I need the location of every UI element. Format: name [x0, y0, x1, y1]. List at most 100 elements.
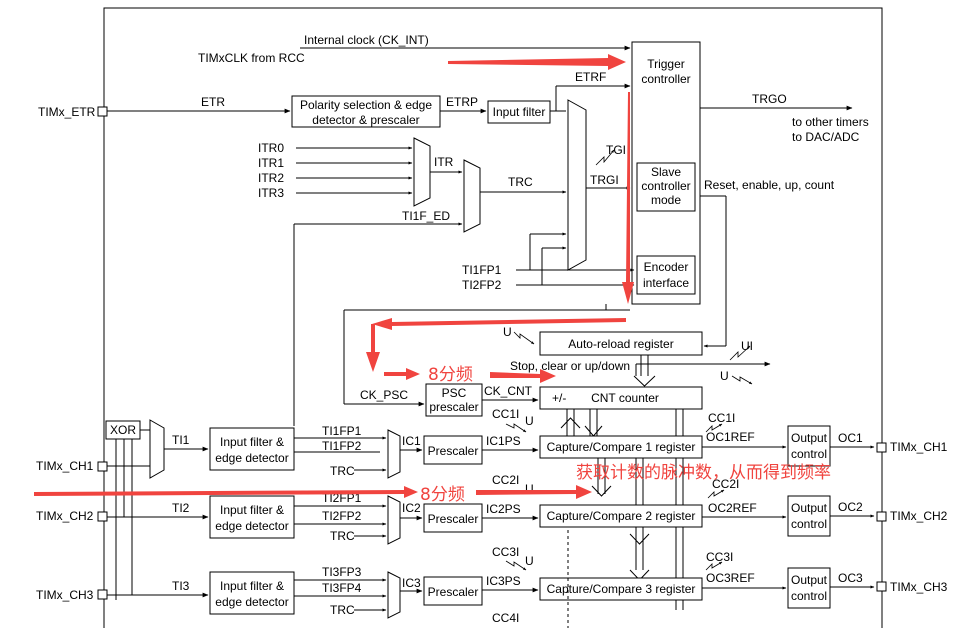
- input-filter-block: [487, 100, 551, 124]
- encoder-interface-label: interface: [643, 276, 689, 290]
- trc-mux: [463, 159, 481, 233]
- ch3-ti3fp3-label: TI3FP3: [322, 565, 362, 579]
- ch3-out-pin: [876, 581, 887, 592]
- timx-ch2-out-label: TIMx_CH2: [890, 509, 948, 523]
- etr-pin: [97, 106, 108, 117]
- cc2i-label: CC2I: [492, 473, 519, 487]
- oc1ref-label: OC1REF: [706, 430, 755, 444]
- ic1ps-label: IC1PS: [486, 434, 521, 448]
- ch1-output-control-block: [787, 425, 831, 467]
- auto-reload-label: Auto-reload register: [568, 337, 673, 351]
- ch1-out-pin: [876, 442, 887, 453]
- div8-annotation-b: 8分频: [420, 485, 465, 505]
- ch3-filter-label: Input filter &: [220, 579, 284, 593]
- trigger-controller-label: controller: [641, 72, 690, 86]
- trigger-controller-label: Trigger: [647, 57, 685, 71]
- ch2-filter-block: [209, 495, 295, 539]
- ic3ps-label: IC3PS: [486, 574, 521, 588]
- capture-compare-2-label: Capture/Compare 2 register: [547, 509, 696, 523]
- ch3-prescaler-label: Prescaler: [428, 585, 479, 599]
- ch3-prescaler-block: [423, 576, 483, 606]
- red-arrow-down: [622, 92, 634, 304]
- oc1-label: OC1: [838, 431, 863, 445]
- slave-controller-block: [636, 162, 696, 212]
- cc3i-label: CC3I: [492, 545, 519, 559]
- cc1i-right-label: CC1I: [708, 411, 735, 425]
- psc-label: prescaler: [429, 400, 478, 414]
- trc-label: TRC: [508, 175, 533, 189]
- cc2i-right-label: CC2I: [712, 477, 739, 491]
- psc-prescaler-block: [425, 383, 483, 417]
- capture-compare-1-label: Capture/Compare 1 register: [547, 440, 696, 454]
- itr0-label: ITR0: [258, 141, 284, 155]
- ic3-label: IC3: [402, 576, 421, 590]
- timxclk-label: TIMxCLK from RCC: [198, 51, 305, 65]
- ti1fp1-label: TI1FP1: [462, 263, 502, 277]
- cc1i-label: CC1I: [492, 407, 519, 421]
- ch2-filter-label: edge detector: [215, 519, 288, 533]
- ch1-prescaler-block: [423, 435, 483, 465]
- polarity-label: Polarity selection & edge: [300, 98, 432, 112]
- auto-reload-block: [539, 331, 703, 356]
- cc3i-right-label: CC3I: [706, 550, 733, 564]
- red-arrow-clock: [448, 54, 626, 70]
- ch2-trc-label: TRC: [330, 529, 355, 543]
- ch1-output-control-label: Output: [791, 431, 828, 445]
- ch2-out-pin: [876, 511, 887, 522]
- u-label-2: U: [720, 369, 729, 383]
- cnt-counter-block: [539, 386, 703, 410]
- red-arrow-psc: [384, 368, 420, 380]
- tgi-label: TGI: [606, 143, 626, 157]
- u-label-cc3: U: [525, 554, 534, 568]
- polarity-label: detector & prescaler: [312, 113, 419, 127]
- u-label: U: [503, 325, 512, 339]
- ch1-filter-label: Input filter &: [220, 435, 284, 449]
- capture-compare-2-block: [539, 504, 703, 528]
- to-other-timers-label: to other timers: [792, 115, 869, 129]
- cc4i-label: CC4I: [492, 611, 519, 625]
- red-arrow-down-psc: [366, 324, 380, 372]
- ch1-filter-block: [209, 427, 295, 471]
- timx-ch3-pin-label: TIMx_CH3: [36, 588, 94, 602]
- slave-controller-label: Slave: [651, 165, 681, 179]
- plus-minus-label: +/-: [552, 391, 566, 405]
- input-filter-label: Input filter: [493, 105, 546, 119]
- timx-ch1-pin-label: TIMx_CH1: [36, 459, 94, 473]
- ch2-ti2fp2-label: TI2FP2: [322, 509, 362, 523]
- polarity-block: [291, 95, 441, 128]
- timx-ch1-out-label: TIMx_CH1: [890, 440, 948, 454]
- ch2-output-control-label: Output: [791, 501, 828, 515]
- u-label-cc2: U: [525, 482, 534, 496]
- timx-ch2-pin-label: TIMx_CH2: [36, 509, 94, 523]
- timer-boundary: [103, 7, 883, 628]
- oc2ref-label: OC2REF: [708, 501, 757, 515]
- ti2-label: TI2: [172, 501, 190, 515]
- ch2-ti2fp1-label: TI2FP1: [322, 491, 362, 505]
- internal-clock-label: Internal clock (CK_INT): [304, 33, 429, 47]
- cnt-counter-label: CNT counter: [591, 391, 659, 405]
- ch3-output-control-label: Output: [791, 573, 828, 587]
- ch1-pin: [97, 461, 108, 472]
- timx-etr-pin-label: TIMx_ETR: [38, 105, 96, 119]
- ch2-prescaler-label: Prescaler: [428, 512, 479, 526]
- reset-enable-label: Reset, enable, up, count: [704, 178, 835, 192]
- trgi-mux: [567, 99, 587, 271]
- ic1-label: IC1: [402, 434, 421, 448]
- ch2-pin: [97, 511, 108, 522]
- ch2-output-control-label: control: [791, 517, 827, 531]
- ck-cnt-label: CK_CNT: [484, 384, 533, 398]
- div8-annotation-a: 8分频: [428, 365, 473, 385]
- itr3-label: ITR3: [258, 186, 284, 200]
- ch1-filter-label: edge detector: [215, 451, 288, 465]
- ch3-pin: [97, 589, 108, 600]
- oc3ref-label: OC3REF: [706, 571, 755, 585]
- slave-controller-label: mode: [651, 193, 681, 207]
- ch1-output-control-label: control: [791, 447, 827, 461]
- psc-label: PSC: [442, 386, 467, 400]
- ch3-output-control-block: [787, 567, 831, 609]
- ic2-label: IC2: [402, 501, 421, 515]
- red-arrow-left: [372, 318, 626, 330]
- ch3-output-control-label: control: [791, 589, 827, 603]
- capture-compare-3-label: Capture/Compare 3 register: [547, 582, 696, 596]
